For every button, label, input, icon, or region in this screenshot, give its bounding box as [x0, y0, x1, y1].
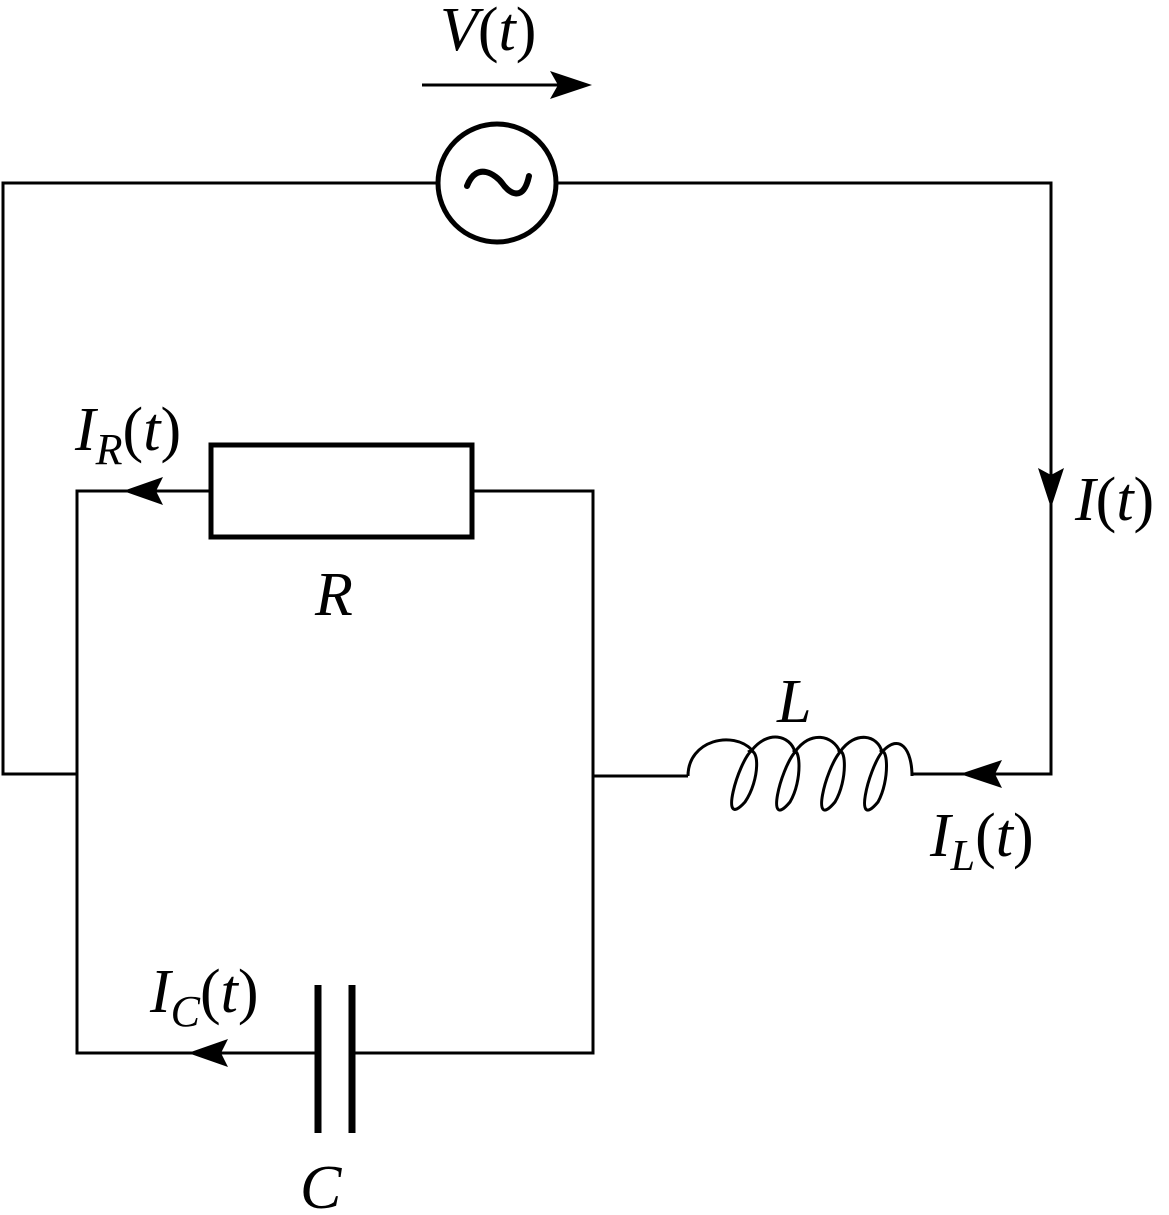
ic-arrow-icon	[188, 1039, 228, 1067]
resistor-label: R	[314, 561, 353, 629]
wires	[1, 181, 1053, 1055]
ir-arrow-icon	[123, 477, 163, 505]
parallel-left-wire	[75, 489, 318, 1055]
inductor-coil	[686, 735, 914, 812]
i-arrow-icon	[1038, 468, 1064, 508]
inductor	[686, 735, 914, 812]
outer-loop-wire	[1, 181, 437, 776]
resistor-current-label: IR(t)	[74, 396, 181, 474]
capacitor-label: C	[300, 1154, 342, 1215]
ac-source-circle	[435, 121, 559, 245]
capacitor	[314, 985, 356, 1133]
source-voltage-label: V(t)	[440, 0, 536, 64]
total-current-label: I(t)	[1074, 466, 1154, 534]
capacitor-current-label: IC(t)	[149, 958, 259, 1036]
il-arrow-icon	[960, 760, 1002, 788]
resistor	[208, 442, 475, 540]
voltage-arrow	[422, 71, 592, 99]
inductor-label: L	[776, 668, 811, 736]
parallel-right-wire	[352, 489, 595, 1055]
sine-icon	[464, 168, 532, 197]
voltage-arrow-head	[550, 71, 592, 99]
ac-source	[435, 121, 559, 245]
inductor-current-label: IL(t)	[929, 802, 1034, 880]
